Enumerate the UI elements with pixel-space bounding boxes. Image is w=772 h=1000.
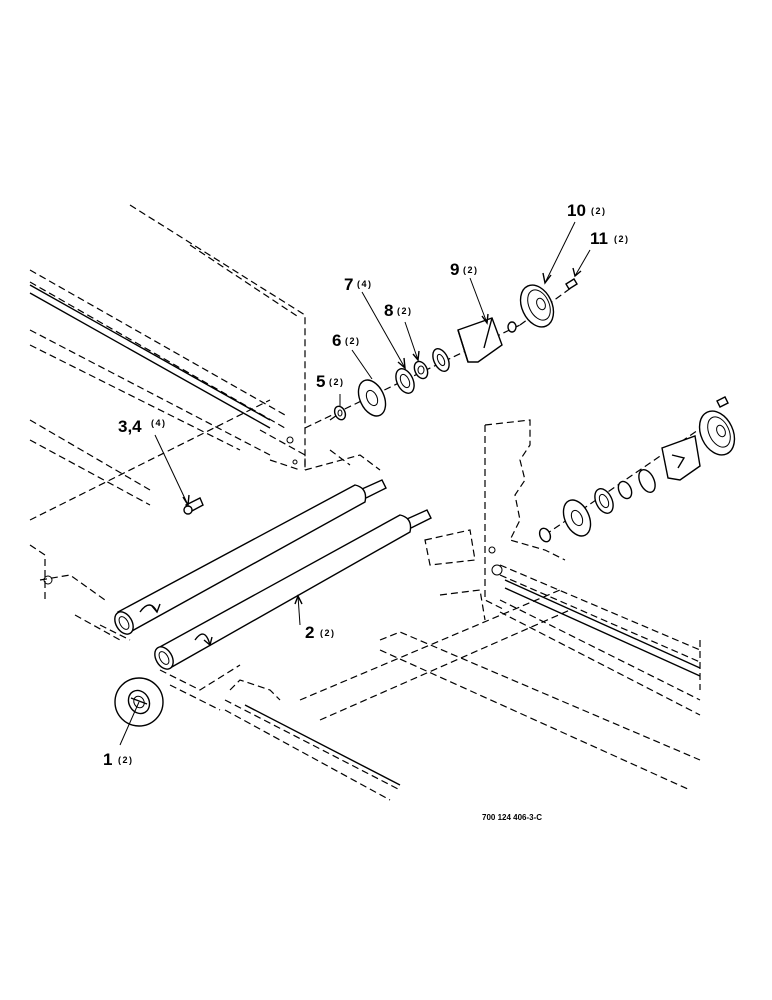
- callout-9-number: 9: [450, 260, 459, 279]
- callout-5-number: 5: [316, 372, 325, 391]
- leader-lines: [119, 221, 591, 746]
- left-frame: [29, 204, 381, 641]
- pulley-part-10: [519, 284, 555, 328]
- callout-1-number: 1: [103, 750, 112, 769]
- bolt-part-3-4: [183, 497, 204, 515]
- callout-7: 7 (4): [344, 275, 373, 294]
- bracket-part-9: [457, 317, 503, 363]
- callout-2: 2 (2): [305, 623, 336, 642]
- right-frame: [379, 419, 701, 791]
- nut-small: [507, 321, 517, 333]
- callout-7-qty: (4): [357, 279, 373, 289]
- callout-8-qty: (2): [397, 306, 413, 316]
- flange-part-6: [357, 379, 387, 417]
- roller-lower: [154, 509, 432, 670]
- callout-11-qty: (2): [614, 234, 630, 244]
- callout-10: 10 (2): [567, 201, 607, 220]
- lower-hardware-stack: [538, 396, 736, 543]
- callout-7-number: 7: [344, 275, 353, 294]
- callout-10-number: 10: [567, 201, 586, 220]
- callout-6: 6 (2): [332, 331, 361, 350]
- callout-3-4: 3,4 (4): [118, 417, 167, 436]
- callout-11-number: 11: [590, 229, 608, 248]
- callout-8-number: 8: [384, 301, 393, 320]
- callout-6-number: 6: [332, 331, 341, 350]
- callout-3-4-qty: (4): [151, 418, 167, 428]
- collar-part-8: [413, 360, 429, 380]
- roller-upper: [114, 479, 387, 635]
- callout-9-qty: (2): [463, 265, 479, 275]
- callout-6-qty: (2): [345, 336, 361, 346]
- callout-11: 11 (2): [590, 229, 630, 248]
- bearing-part-7b: [432, 348, 450, 372]
- callout-2-qty: (2): [320, 628, 336, 638]
- bearing-part-7: [395, 368, 415, 394]
- set-screw-part-11: [565, 278, 578, 290]
- bushing-part-5: [333, 405, 347, 421]
- callout-5-qty: (2): [329, 377, 345, 387]
- callout-8: 8 (2): [384, 301, 413, 320]
- bottom-frame: [99, 589, 571, 801]
- callout-2-number: 2: [305, 623, 314, 642]
- callout-10-qty: (2): [591, 206, 607, 216]
- callout-3-4-number: 3,4: [118, 417, 142, 436]
- callout-5: 5 (2): [316, 372, 345, 391]
- callout-9: 9 (2): [450, 260, 479, 279]
- drawing-number: 700 124 406-3-C: [482, 813, 542, 822]
- callout-1-qty: (2): [118, 755, 134, 765]
- callout-1: 1 (2): [103, 750, 134, 769]
